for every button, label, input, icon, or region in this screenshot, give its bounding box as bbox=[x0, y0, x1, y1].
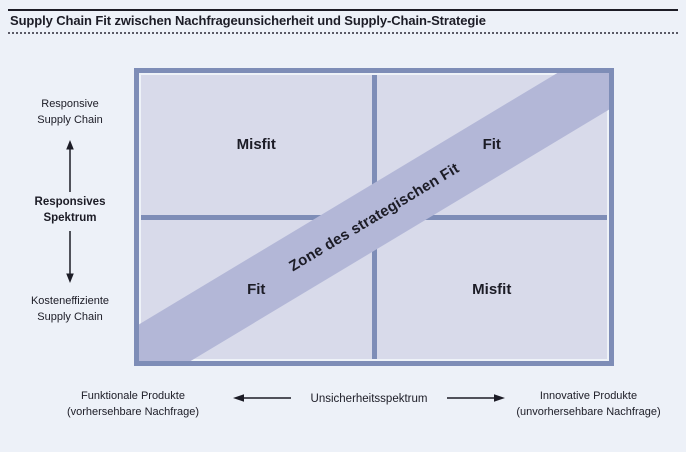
label-line: Supply Chain bbox=[37, 311, 103, 323]
quadrant-bottom-right: Misfit bbox=[376, 219, 607, 359]
arrow-up-icon bbox=[64, 140, 76, 192]
x-axis-title: Unsicherheitsspektrum bbox=[310, 393, 428, 405]
quadrant-label: Misfit bbox=[236, 136, 276, 154]
fit-matrix-grid: Misfit Fit Fit Misfit bbox=[141, 75, 607, 359]
quadrant-label: Fit bbox=[482, 136, 501, 154]
arrow-right-icon bbox=[447, 393, 505, 403]
label-line: Responsive bbox=[41, 98, 99, 110]
label-line: Spektrum bbox=[43, 212, 97, 224]
label-line: Funktionale Produkte bbox=[81, 390, 185, 402]
arrow-down-icon bbox=[64, 231, 76, 283]
label-line: Innovative Produkte bbox=[539, 390, 638, 402]
y-axis-bottom-endpoint-label: Kosteneffiziente Supply Chain bbox=[5, 293, 135, 325]
label-line: Supply Chain bbox=[37, 114, 103, 126]
label-line: (vorhersehbare Nachfrage) bbox=[66, 406, 200, 418]
title-top-rule bbox=[8, 9, 678, 11]
fit-matrix: Misfit Fit Fit Misfit Zone des strategis… bbox=[134, 68, 614, 366]
label-line: (unvorhersehbare Nachfrage) bbox=[516, 406, 661, 418]
y-axis-title: Responsives Spektrum bbox=[5, 194, 135, 226]
label-line: Kosteneffiziente bbox=[30, 295, 110, 307]
quadrant-top-left: Misfit bbox=[141, 75, 372, 215]
x-axis-left-endpoint-label: Funktionale Produkte (vorhersehbare Nach… bbox=[48, 388, 218, 420]
quadrant-label: Fit bbox=[247, 280, 266, 298]
title-dotted-rule bbox=[8, 32, 678, 34]
figure-title: Supply Chain Fit zwischen Nachfrageunsic… bbox=[10, 13, 486, 28]
label-line: Responsives bbox=[34, 196, 106, 208]
quadrant-label: Misfit bbox=[472, 280, 512, 298]
x-axis-right-endpoint-label: Innovative Produkte (unvorhersehbare Nac… bbox=[501, 388, 676, 420]
y-axis-top-endpoint-label: Responsive Supply Chain bbox=[5, 96, 135, 128]
arrow-left-icon bbox=[233, 393, 291, 403]
